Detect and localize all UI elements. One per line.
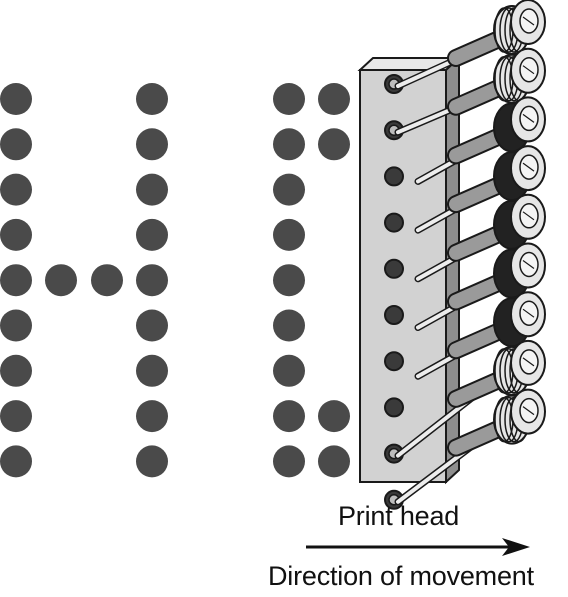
pin-assembly-4 [414,145,546,234]
dot-h-r7-c4 [136,354,168,387]
solenoid-core-mark-5 [522,211,535,221]
pin-assembly-8 [394,339,546,460]
solenoid-5 [493,193,546,250]
dot-p-r1-c1 [273,83,305,115]
dot-h-r5-c1 [0,264,32,297]
pin-hole-3 [384,166,404,187]
pin-hole-7 [384,351,404,372]
solenoid-core-mark-8 [522,357,535,367]
dot-p-r1-c2 [318,83,350,115]
dot-h-r1-c4 [136,83,168,115]
dot-h-r7-c1 [0,354,32,387]
pin-hole-4 [384,212,404,233]
dot-h-r8-c1 [0,400,32,433]
solenoid-3 [493,96,546,153]
dot-h-r1-c1 [0,83,32,115]
dot-h-r4-c4 [136,218,168,251]
dot-p-r5-c1 [273,264,305,297]
pin-assembly-9 [394,388,546,506]
dot-h-r2-c4 [136,128,168,161]
solenoid-4 [493,145,546,202]
dot-h-r6-c4 [136,309,168,342]
dot-h-r4-c1 [0,218,32,251]
solenoid-core-mark-1 [522,16,535,26]
partial-letter-dot-matrix [273,83,350,478]
pin-hole-6 [384,305,404,325]
dot-p-r8-c1 [273,400,305,433]
solenoid-core-mark-3 [522,113,535,123]
solenoid-core-mark-6 [522,260,535,269]
dot-h-r6-c1 [0,309,32,342]
direction-of-movement-label: Direction of movement [268,561,534,591]
dot-p-r2-c1 [273,128,305,161]
pin-assembly-6 [414,242,546,331]
dot-p-r9-c1 [273,445,305,478]
dot-h-r8-c4 [136,400,168,433]
solenoid-1 [493,0,546,55]
letter-h-dot-matrix [0,83,168,478]
dot-h-r5-c3 [91,264,123,297]
pin-hole-8 [384,397,404,418]
print-head-front-face [359,69,447,483]
dot-h-r9-c4 [136,445,168,478]
pin-assembly-7 [414,291,546,380]
pin-assembly-5 [414,193,546,283]
pin-hole-5 [384,258,404,279]
dot-h-r3-c4 [136,173,168,206]
direction-arrow-head [502,538,530,556]
dot-p-r3-c1 [273,173,305,206]
dot-h-r5-c4 [136,264,168,297]
dot-p-r2-c2 [318,128,350,161]
solenoid-core-mark-7 [522,308,535,318]
print-head [357,0,546,510]
dot-h-r9-c1 [0,445,32,478]
pin-assembly-2 [394,47,546,136]
dot-p-r7-c1 [273,354,305,387]
solenoid-6 [493,242,546,299]
dot-p-r9-c2 [318,445,350,478]
dot-p-r4-c1 [273,218,305,251]
solenoid-core-mark-9 [522,406,535,416]
dot-h-r3-c1 [0,173,32,206]
solenoid-8 [493,339,546,396]
print-head-pins [394,0,546,506]
solenoid-core-mark-4 [522,162,535,172]
dot-h-r2-c1 [0,128,32,161]
pin-assembly-3 [414,96,546,185]
dot-h-r5-c2 [45,264,77,297]
pin-assembly-1 [394,0,546,90]
solenoid-core-mark-2 [522,65,535,75]
print-head-label: Print head [338,501,460,531]
dot-p-r8-c2 [318,400,350,433]
solenoid-2 [493,47,546,104]
direction-arrow [306,538,530,556]
dot-p-r6-c1 [273,309,305,342]
solenoid-9 [493,388,546,445]
solenoid-7 [493,291,546,348]
